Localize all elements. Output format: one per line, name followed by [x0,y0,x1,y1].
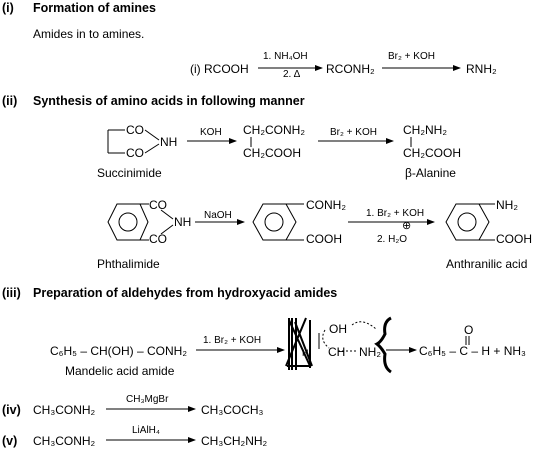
intermediate-oh: OH [329,322,347,336]
ring-carbonyl: CO [126,146,144,160]
product-line: CH₂NH₂ [403,123,447,137]
reagent-top: 1. NH₄OH [263,51,308,62]
reagent: Br₂ + KOH [330,127,377,138]
electron-arrows [318,321,377,352]
ring-carbonyl: CO [126,123,144,137]
bracket [374,316,392,374]
reagent-bottom: 2. Δ [283,69,301,80]
plus-charge-icon: ⊕ [402,220,412,232]
reagent-bottom: 2. H₂O [377,234,407,245]
substituent: COOH [306,232,342,246]
section-title: Formation of amines [33,1,156,15]
section-subtitle: Amides in to amines. [33,27,145,41]
reactant: CH₃CONH₂ [33,434,96,448]
succinimide-ring [107,129,160,154]
substituent: COOH [496,232,532,246]
section-number: (iii) [2,286,21,300]
substituent: CONH₂ [306,198,346,212]
product-line: CH₂CONH₂ [243,123,305,137]
product: CH₃COCH₃ [201,403,264,417]
reagent-top: 1. Br₂ + KOH [366,208,425,219]
intermediate-sketch [285,317,313,370]
compound-name: Mandelic acid amide [65,364,175,378]
compound-name: Anthranilic acid [446,257,528,271]
product-line: CH₂COOH [403,146,461,160]
compound-name: β-Alanine [405,166,456,180]
carbonyl-oxygen: O [464,323,474,337]
compound-name: Phthalimide [97,257,160,271]
section-title: Preparation of aldehydes from hydroxyaci… [33,286,338,300]
section-title: Synthesis of amino acids in following ma… [33,94,305,108]
benzene-ring [252,203,304,241]
reactant: C₆H₅ – CH(OH) – CONH₂ [50,344,188,358]
reactant: CH₃CONH₂ [33,403,96,417]
compound-name: Succinimide [97,166,162,180]
substituent: NH₂ [496,198,518,212]
ring-nh: NH [174,215,192,229]
product: C₆H₅ – C – H + NH₃ [419,344,526,358]
section-number: (iv) [2,403,21,417]
reagent: NaOH [204,210,232,221]
ring-nh: NH [160,135,178,149]
section-number: (i) [2,1,14,15]
product-line: CH₂COOH [243,146,301,160]
ring-carbonyl: CO [149,232,167,246]
reagent: CH₃MgBr [126,394,169,405]
reagent: 1. Br₂ + KOH [203,335,262,346]
product: CH₃CH₂NH₂ [201,434,268,448]
ring-carbonyl: CO [149,198,167,212]
intermediate: RCONH₂ [326,62,375,76]
reactant: (i) RCOOH [190,62,249,76]
reagent-top: Br₂ + KOH [388,51,435,62]
reagent: KOH [200,127,222,138]
product: RNH₂ [466,62,497,76]
phthalimide-structure [107,203,174,241]
reagent: LiAlH₄ [132,425,160,436]
intermediate-nh2: NH₂ [359,345,381,359]
section-number: (v) [2,434,18,448]
benzene-ring [445,203,495,241]
intermediate-ch: CH [328,345,346,359]
intermediate-h: H [302,348,309,358]
section-number: (ii) [2,94,18,108]
